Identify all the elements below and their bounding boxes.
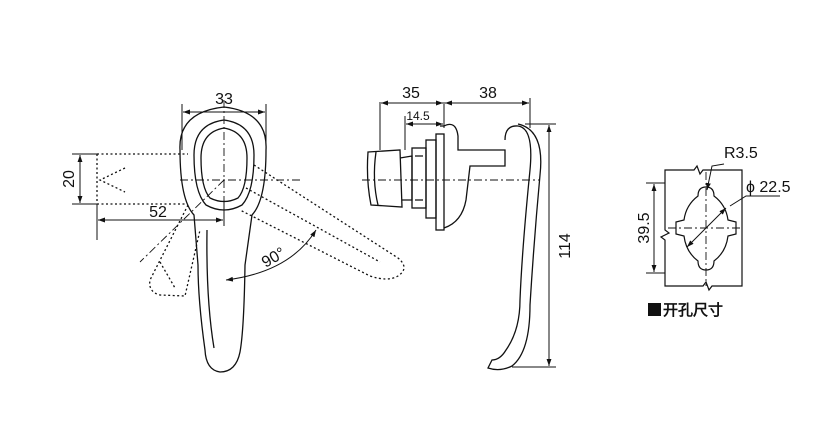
dim-114 bbox=[512, 123, 556, 368]
dim-20 bbox=[72, 153, 97, 205]
side-view-labels: 35 14.5 38 114 bbox=[402, 85, 574, 259]
dim-35-label: 35 bbox=[402, 85, 420, 102]
angle-arc-90 bbox=[225, 229, 317, 282]
front-view bbox=[72, 100, 405, 373]
handle-body bbox=[179, 106, 267, 373]
center-lines bbox=[139, 100, 300, 263]
dim-114-label: 114 bbox=[557, 233, 574, 259]
cutout-view bbox=[646, 163, 780, 292]
dim-38-label: 38 bbox=[479, 85, 497, 102]
dim-52-label: 52 bbox=[149, 204, 167, 221]
dim-35 bbox=[379, 100, 445, 150]
handle-horizontal-dashed bbox=[96, 153, 188, 205]
handle-base bbox=[440, 123, 506, 229]
dim-38 bbox=[445, 98, 531, 128]
dim-33 bbox=[181, 104, 267, 150]
cutout-labels: R3.5 ϕ 22.5 39.5 bbox=[636, 145, 791, 244]
handle-lever-side bbox=[487, 123, 542, 371]
diameter-label: ϕ 22.5 bbox=[746, 179, 791, 196]
dim-14-5-label: 14.5 bbox=[406, 109, 430, 123]
cutout-caption-text: 开孔尺寸 bbox=[663, 301, 724, 319]
dim-39-5 bbox=[646, 182, 665, 274]
radius-label: R3.5 bbox=[724, 145, 758, 162]
mounting-nut bbox=[411, 133, 445, 231]
diameter-line bbox=[686, 207, 727, 248]
front-view-labels: 33 20 52 90° bbox=[61, 91, 288, 272]
dim-33-label: 33 bbox=[215, 91, 233, 108]
dim-52 bbox=[96, 200, 225, 240]
dim-39-5-label: 39.5 bbox=[636, 212, 653, 243]
dim-14-5 bbox=[404, 116, 443, 150]
panel-outline bbox=[659, 164, 743, 292]
cutout-caption: 开孔尺寸 bbox=[648, 300, 723, 320]
diameter-leader bbox=[729, 195, 780, 207]
lock-cylinder bbox=[366, 149, 413, 208]
handle-rotated-dashed bbox=[149, 164, 405, 297]
square-bullet-icon bbox=[648, 303, 661, 316]
radius-leader bbox=[706, 163, 725, 191]
angle-90-label: 90° bbox=[259, 245, 288, 272]
side-view bbox=[362, 98, 556, 371]
dim-20-label: 20 bbox=[61, 170, 78, 188]
